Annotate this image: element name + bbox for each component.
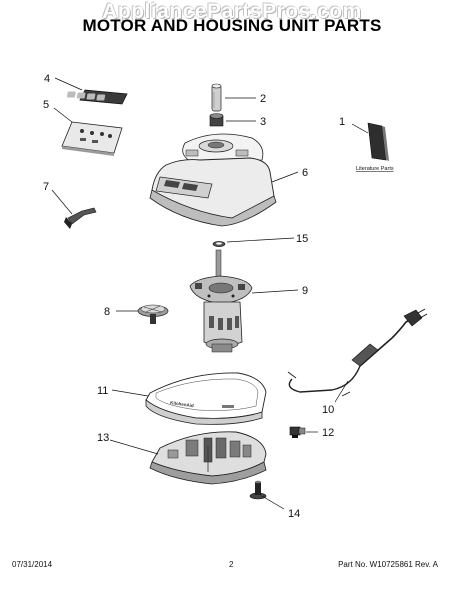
part-2-drive-coupler	[211, 83, 222, 112]
leader-14	[261, 495, 285, 510]
part-15-o-ring	[212, 241, 226, 247]
page-title: MOTOR AND HOUSING UNIT PARTS	[82, 16, 382, 35]
callout-6: 6	[302, 167, 308, 179]
callout-15: 15	[296, 233, 308, 245]
part-11-trim-band: KitchenAid	[145, 372, 267, 425]
footer-part-number: Part No. W10725861 Rev. A	[338, 560, 438, 569]
leader-1	[351, 123, 369, 134]
part-10-power-cord	[287, 308, 428, 393]
part-14-foot	[249, 480, 267, 500]
leader-7	[51, 189, 73, 215]
callout-1: 1	[339, 116, 345, 128]
part-6-upper-housing	[149, 133, 277, 227]
leader-13	[109, 439, 159, 455]
part-12-connector	[289, 426, 306, 438]
trim-band-brand-text: KitchenAid	[170, 400, 194, 408]
part-5-control-board	[61, 121, 123, 156]
leader-6	[271, 171, 299, 183]
callout-2: 2	[260, 93, 266, 105]
part-7-latch-clip	[64, 207, 97, 229]
leader-5	[53, 107, 73, 123]
part-3-bushing	[209, 113, 224, 127]
watermark: AppliancePartsPros.com	[102, 0, 362, 23]
part-4-button-overlay	[66, 89, 128, 105]
callout-10: 10	[322, 404, 334, 416]
footer-date: 07/31/2014	[12, 560, 53, 569]
callout-12: 12	[322, 427, 334, 439]
leader-10-hidden	[341, 391, 351, 397]
leader-9	[251, 289, 299, 294]
literature-parts-label: Literature Parts	[356, 166, 394, 172]
callout-11: 11	[97, 385, 108, 397]
callout-4: 4	[44, 73, 50, 85]
callout-5: 5	[43, 99, 49, 111]
leader-4	[54, 77, 83, 91]
part-9-motor	[189, 249, 253, 353]
part-13-base	[149, 431, 267, 485]
footer-page-number: 2	[229, 560, 234, 569]
leader-10	[334, 380, 349, 403]
callout-8: 8	[104, 306, 110, 318]
part-8-cooling-fan	[137, 304, 169, 324]
callout-9: 9	[302, 285, 308, 297]
callout-13: 13	[97, 432, 109, 444]
callout-3: 3	[260, 116, 266, 128]
leader-15	[226, 237, 295, 243]
callout-7: 7	[43, 181, 49, 193]
callout-14: 14	[288, 508, 300, 520]
part-1-literature-booklet	[367, 122, 389, 161]
leader-11	[111, 389, 149, 397]
